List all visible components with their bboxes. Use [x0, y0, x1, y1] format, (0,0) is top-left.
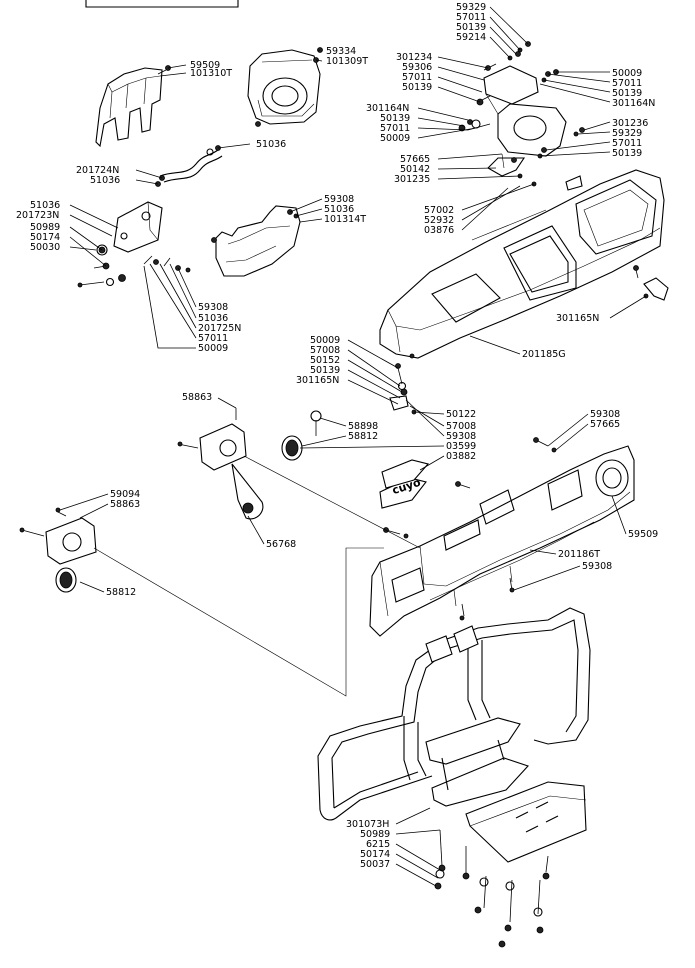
- brand-decal: cuyo: [379, 459, 430, 509]
- leader-lines: [59, 6, 647, 887]
- label-59214: 59214: [456, 32, 486, 43]
- label-301164N: 301164N: [612, 98, 655, 109]
- label-58812: 58812: [106, 587, 136, 598]
- label-301165N: 301165N: [556, 313, 599, 324]
- label-50030: 50030: [30, 242, 60, 253]
- cup-holder-left-part: [95, 67, 163, 148]
- label-59308: 59308: [590, 409, 620, 420]
- label-51036: 51036: [256, 139, 286, 150]
- label-301236: 301236: [612, 118, 648, 129]
- label-301164N: 301164N: [366, 103, 409, 114]
- label-101314T: 101314T: [324, 214, 366, 225]
- label-50009: 50009: [380, 133, 410, 144]
- label-50122: 50122: [446, 409, 476, 420]
- label-57011: 57011: [456, 12, 486, 23]
- label-59329: 59329: [456, 2, 486, 13]
- label-51036: 51036: [324, 204, 354, 215]
- label-59308: 59308: [324, 194, 354, 205]
- label-101309T: 101309T: [326, 56, 368, 67]
- label-51036: 51036: [90, 175, 120, 186]
- label-50037: 50037: [360, 859, 390, 870]
- label-50139: 50139: [380, 113, 410, 124]
- bracket-tube-part: [159, 148, 223, 183]
- headlight-left-part: [19, 507, 97, 565]
- assembly-line-2: [93, 547, 384, 697]
- label-51036: 51036: [198, 313, 228, 324]
- label-57008: 57008: [310, 345, 340, 356]
- label-03882: 03882: [446, 451, 476, 462]
- clip-hardware-middle: [389, 363, 417, 415]
- mount-bracket-part: [113, 201, 163, 253]
- bulb-socket-callout: [231, 463, 264, 520]
- label-301073H: 301073H: [346, 819, 389, 830]
- front-bumper-part: [317, 607, 591, 821]
- label-59509: 59509: [628, 529, 658, 540]
- headlight-right-part: [177, 408, 247, 471]
- label-59509: 59509: [190, 60, 220, 71]
- label-57008: 57008: [446, 421, 476, 432]
- label-59094: 59094: [110, 489, 140, 500]
- label-57011: 57011: [612, 138, 642, 149]
- label-50152: 50152: [310, 355, 340, 366]
- label-201723N: 201723N: [16, 210, 59, 221]
- label-301234: 301234: [396, 52, 432, 63]
- cup-holder-right-part: [247, 49, 321, 125]
- label-301235: 301235: [394, 174, 430, 185]
- headlight-bulb-left: [55, 567, 77, 593]
- label-50989: 50989: [360, 829, 390, 840]
- label-50142: 50142: [400, 164, 430, 175]
- dash-top-shell-part: [379, 169, 665, 359]
- label-201185G: 201185G: [522, 349, 566, 360]
- label-58812: 58812: [348, 431, 378, 442]
- label-57665: 57665: [590, 419, 620, 430]
- label-57011: 57011: [380, 123, 410, 134]
- label-59308: 59308: [446, 431, 476, 442]
- hardware-left: [77, 47, 323, 288]
- label-58898: 58898: [348, 421, 378, 432]
- label-50174: 50174: [30, 232, 60, 243]
- label-201186T: 201186T: [558, 549, 600, 560]
- label-58863: 58863: [182, 392, 212, 403]
- label-59329: 59329: [612, 128, 642, 139]
- bumper-mount-bracket: [425, 717, 587, 863]
- label-50009: 50009: [310, 335, 340, 346]
- label-50139: 50139: [310, 365, 340, 376]
- label-57011: 57011: [198, 333, 228, 344]
- label-50139: 50139: [456, 22, 486, 33]
- label-57011: 57011: [612, 78, 642, 89]
- label-50139: 50139: [612, 88, 642, 99]
- label-59308: 59308: [582, 561, 612, 572]
- label-50174: 50174: [360, 849, 390, 860]
- label-56768: 56768: [266, 539, 296, 550]
- label-51036: 51036: [30, 200, 60, 211]
- label-52932: 52932: [424, 215, 454, 226]
- label-50139: 50139: [402, 82, 432, 93]
- part-number-labels: 59329 57011 50139 59214 59509 101310T 59…: [16, 2, 658, 870]
- label-50009: 50009: [612, 68, 642, 79]
- headlight-bulb-right: [281, 410, 322, 461]
- label-59308: 59308: [198, 302, 228, 313]
- label-03876: 03876: [424, 225, 454, 236]
- label-03599: 03599: [446, 441, 476, 452]
- label-50139: 50139: [612, 148, 642, 159]
- label-59306: 59306: [402, 62, 432, 73]
- label-301165N: 301165N: [296, 375, 339, 386]
- label-6215: 6215: [366, 839, 390, 850]
- label-57002: 57002: [424, 205, 454, 216]
- label-57665: 57665: [400, 154, 430, 165]
- label-50989: 50989: [30, 222, 60, 233]
- label-101310T: 101310T: [190, 68, 232, 79]
- title-box-fragment: [85, 0, 239, 8]
- label-201724N: 201724N: [76, 165, 119, 176]
- label-201725N: 201725N: [198, 323, 241, 334]
- label-57011: 57011: [402, 72, 432, 83]
- center-tray-part: [215, 205, 301, 277]
- label-59334: 59334: [326, 46, 356, 57]
- assembly-line-1: [243, 455, 421, 549]
- switch-bracket-part: [483, 65, 567, 177]
- label-50009: 50009: [198, 343, 228, 354]
- label-58863: 58863: [110, 499, 140, 510]
